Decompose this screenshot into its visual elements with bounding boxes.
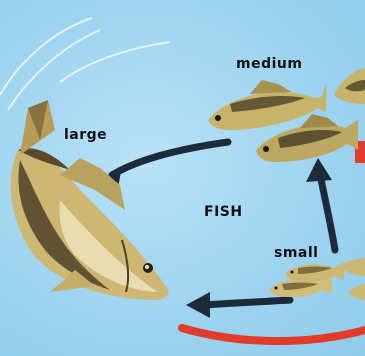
small-fish-icon xyxy=(286,262,344,282)
medium-fish-icon xyxy=(334,68,365,104)
large-label: large xyxy=(64,127,107,143)
water-swirl-lines xyxy=(0,18,170,110)
small-label: small xyxy=(274,245,318,261)
fish-label: FISH xyxy=(204,204,243,220)
medium-label: medium xyxy=(236,56,302,72)
small-fish-icon xyxy=(348,284,365,300)
